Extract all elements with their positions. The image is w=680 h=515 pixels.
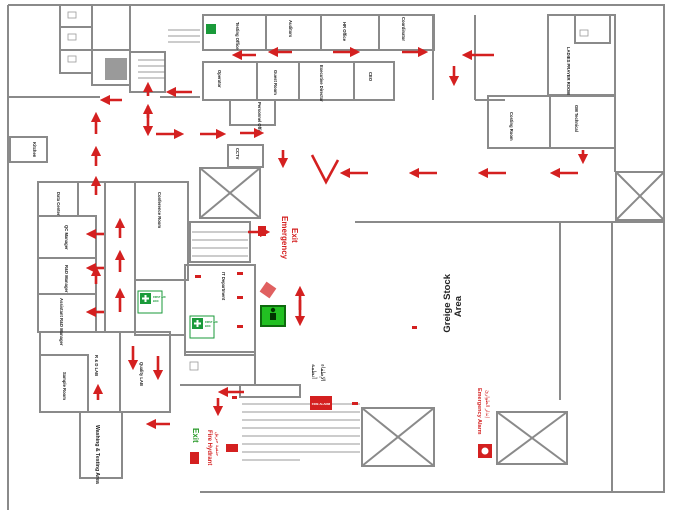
emergency-alarm-text-1: Emergency Alarm xyxy=(476,388,482,435)
fire-extinguisher-icon xyxy=(352,402,358,405)
first-aid-label-2: BOX xyxy=(205,324,211,328)
greige-stock-text-2: Area xyxy=(453,295,464,317)
room-rnd-manager: R&D Manager xyxy=(64,265,69,293)
greige-stock-label: Greige Stock Area xyxy=(442,273,464,332)
stairs xyxy=(138,29,360,461)
room-personnel-office: Personnel Office xyxy=(257,102,262,136)
fire-extinguishers xyxy=(195,272,417,405)
camera-icon xyxy=(259,281,277,299)
first-aid-label: FIRST AID xyxy=(153,295,166,299)
room-washing-testing-area: Washing & Testing Area xyxy=(94,425,100,484)
fire-alarm-panel: FIRE ALARM xyxy=(310,396,332,410)
room-it-department: IT Department xyxy=(221,272,226,301)
room-quality-lab: Quality LAB xyxy=(139,362,144,386)
first-aid-sign-top xyxy=(206,24,216,34)
exit-sign: Exit xyxy=(191,428,200,443)
room-operator: Operator xyxy=(217,70,222,88)
svg-text:الإطفاء: الإطفاء xyxy=(319,364,326,382)
fire-extinguisher-icon xyxy=(195,275,201,278)
first-aid-box-2: FIRST AID BOX xyxy=(189,315,218,339)
fire-hydrant-text-2: حنفية حريق xyxy=(214,432,220,456)
merge-arrows xyxy=(310,154,340,185)
exit-sign-text: Exit xyxy=(191,428,200,443)
room-executive-director: Executive Director xyxy=(319,65,324,102)
toilet-fixtures xyxy=(67,11,589,371)
room-kitchen: Kitchen xyxy=(32,142,37,158)
first-aid-label-2: BOX xyxy=(153,299,159,303)
room-sample-room: Sample Room xyxy=(62,372,67,400)
room-costing-room: Costing Room xyxy=(509,112,514,141)
fire-extinguisher-icon xyxy=(237,272,243,275)
fire-extinguisher-icon xyxy=(237,325,243,328)
room-ladies-prayer-room: LADIES PRAYER ROOM xyxy=(566,47,571,95)
toilet-icon xyxy=(67,11,77,19)
walls xyxy=(7,4,665,510)
room-cctv: CCTV xyxy=(235,148,240,160)
room-guest-room: Guest Room xyxy=(273,70,278,95)
first-aid-box-1: FIRST AID BOX xyxy=(137,290,166,314)
greige-stock-text-1: Greige Stock xyxy=(442,273,453,332)
toilet-icon xyxy=(189,361,199,371)
toilet-icon xyxy=(67,55,77,63)
room-data-center: Data Center xyxy=(56,192,61,216)
room-qc-manager: QC Manager xyxy=(64,225,69,250)
room-testing-office: Testing Office xyxy=(235,22,240,50)
arabic-fire-systems-label: أنظمة الإطفاء xyxy=(310,364,326,382)
room-auditors: Auditors xyxy=(288,20,293,38)
fire-extinguisher-icon xyxy=(237,296,243,299)
emergency-exit-text-1: Emergency xyxy=(280,216,289,260)
emergency-alarm-text-2: إنذار الطوارئ xyxy=(484,390,490,419)
extinguisher-near-exit xyxy=(258,226,266,236)
elevator-shaft-top xyxy=(105,58,127,80)
exit-door-arrow xyxy=(226,444,238,452)
fire-hydrant-text-1: Fire Hydrant xyxy=(206,430,212,465)
svg-text:أنظمة: أنظمة xyxy=(310,364,319,379)
emergency-exit-label: Emergency Exit xyxy=(280,216,299,260)
room-ceo: CEO xyxy=(368,72,373,82)
fire-alarm-panel-label: FIRE ALARM xyxy=(312,402,331,406)
room-conference-room: Conference Room xyxy=(157,192,162,228)
emergency-exit-text-2: Exit xyxy=(290,228,299,243)
emergency-alarm: Emergency Alarm إنذار الطوارئ xyxy=(476,388,492,458)
toilet-icon xyxy=(579,29,589,37)
room-hr-office: HR Office xyxy=(342,22,347,42)
fire-hydrant-icon xyxy=(190,452,199,464)
room-assistant-rnd-manager: Assistant R&D Manager xyxy=(59,298,64,346)
you-are-here-marker xyxy=(260,305,286,327)
room-labels: Testing Office Auditors HR Office Coordi… xyxy=(32,17,579,484)
toilet-icon xyxy=(67,33,77,41)
fire-extinguisher-icon xyxy=(412,326,417,329)
fire-hydrant: Fire Hydrant حنفية حريق xyxy=(190,430,220,465)
room-rnd-lab: R & D LAB xyxy=(94,355,99,376)
fire-extinguisher-icon xyxy=(232,396,237,399)
room-coordinator: Coordinator xyxy=(401,17,406,41)
room-gm-technical: GM Technical xyxy=(574,105,579,132)
first-aid-label: FIRST AID xyxy=(205,320,218,324)
evacuation-arrows xyxy=(85,46,589,430)
